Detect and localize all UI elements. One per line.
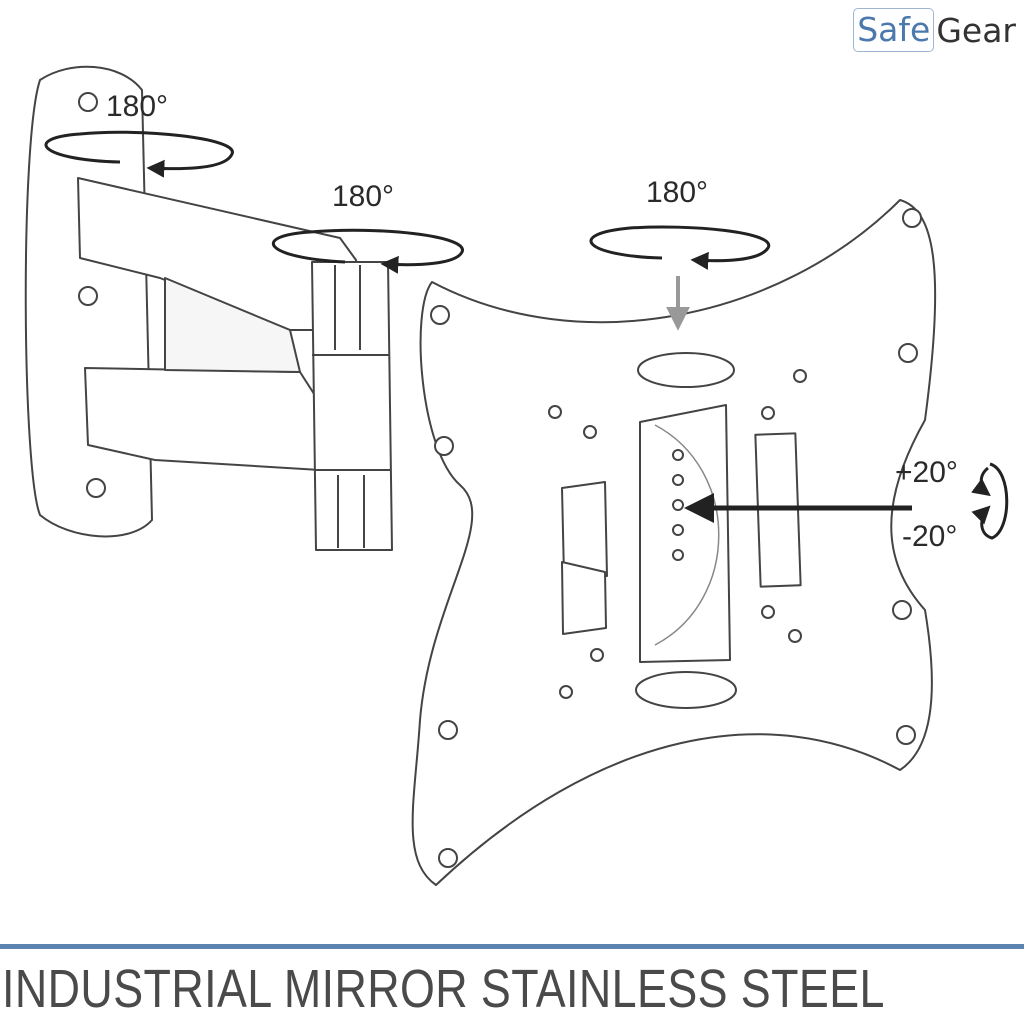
tilt-lock — [561, 481, 608, 577]
brand-logo-safe: Safe — [853, 8, 935, 52]
caption-divider — [0, 944, 1024, 949]
vesa-hole — [434, 436, 454, 456]
wall-plate-hole — [78, 92, 98, 112]
arm-cutout — [164, 277, 301, 373]
rotation-label-wall-pivot: 180° — [106, 90, 169, 123]
rotation-arrow-icon — [44, 130, 234, 178]
center-bracket — [639, 404, 731, 663]
rotation-arrow-icon — [589, 225, 771, 270]
tilt-label-up: +20° — [895, 456, 958, 489]
rotation-label-plate-swivel: 180° — [646, 176, 709, 209]
vesa-hole — [896, 725, 916, 745]
vesa-hole — [898, 343, 918, 363]
vesa-hole — [902, 208, 922, 228]
vesa-slot-bottom — [635, 671, 737, 709]
tilt-arrow-icon — [971, 466, 991, 497]
product-caption: INDUSTRIAL MIRROR STAINLESS STEEL — [2, 959, 885, 1019]
pivot-column — [311, 261, 393, 551]
vesa-hole — [430, 305, 450, 325]
vesa-hole — [892, 600, 912, 620]
rotation-label-arm-pivot: 180° — [332, 180, 395, 213]
brand-logo-gear: Gear — [936, 11, 1016, 50]
vesa-hole — [438, 720, 458, 740]
vesa-slot-top — [637, 352, 735, 388]
wall-plate-hole — [86, 478, 106, 498]
tilt-label-down: -20° — [902, 520, 958, 553]
tilt-arrow-icon — [971, 462, 1009, 540]
tv-wall-mount-diagram — [24, 65, 1009, 886]
rotation-arrow-icon — [271, 228, 464, 274]
vesa-hole — [438, 848, 458, 868]
brand-logo: Safe Gear — [853, 8, 1016, 52]
wall-plate-hole — [78, 286, 98, 306]
